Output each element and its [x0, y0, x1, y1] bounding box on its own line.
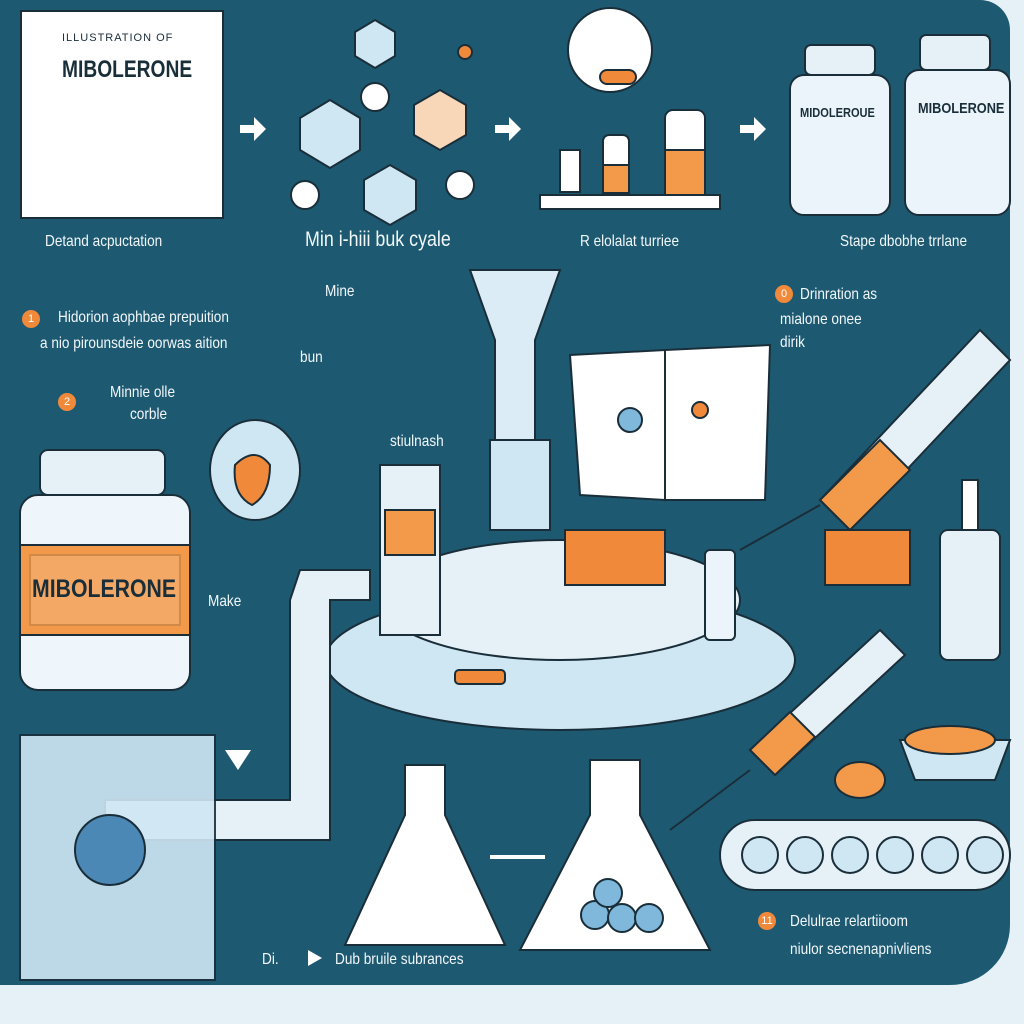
- step-number: 2: [58, 393, 76, 411]
- flasks-top: [539, 7, 721, 210]
- bottles-top: [789, 34, 1011, 216]
- label-make: Make: [208, 593, 242, 610]
- step-text: mialone onee: [780, 311, 862, 328]
- jar-label: MIBOLERONE: [32, 575, 177, 603]
- arrow-icon: [495, 117, 521, 141]
- bottom-caption: Dub bruile subrances: [335, 951, 464, 968]
- syringes: [669, 328, 1012, 831]
- step-number: 0: [775, 285, 793, 303]
- arrow-icon: [240, 117, 266, 141]
- molecule-diagram: [290, 18, 475, 227]
- step-text: Drinration as: [800, 286, 878, 303]
- label-bun: bun: [300, 349, 323, 366]
- step-text: Delulrae relartiioom: [790, 913, 908, 930]
- step-number: 1: [22, 310, 40, 328]
- book-title: MIBOLERONE: [62, 56, 193, 83]
- step-number: 11: [758, 912, 776, 930]
- caption: Stape dbobhe trrlane: [840, 233, 968, 250]
- step-text: Minnie olle: [110, 384, 176, 401]
- step-text: a nio pirounsdeie oorwas aition: [40, 335, 228, 352]
- step-text: niulor secnenapnivliens: [790, 941, 932, 958]
- jar-main: [19, 449, 191, 691]
- step-text: corble: [130, 406, 168, 423]
- step-text: dirik: [780, 334, 805, 351]
- pills: [719, 529, 1012, 891]
- caption: Min i-hiii buk cyale: [305, 228, 451, 251]
- label-mine: Mine: [325, 283, 355, 300]
- step-text: Hidorion aophbae prepuition: [58, 309, 229, 326]
- book-subtitle: ILLUSTRATION OF: [62, 32, 174, 44]
- caption: Detand acpuctation: [45, 233, 163, 250]
- book-cover: ILLUSTRATION OF MIBOLERONE: [20, 10, 224, 219]
- flow-arrows: [240, 117, 766, 141]
- open-book: [568, 343, 772, 502]
- label-di: Di.: [262, 951, 279, 968]
- bottle-label: MIDOLEROUE: [800, 105, 875, 120]
- caption: R elolalat turriee: [580, 233, 680, 250]
- lab-apparatus: [104, 269, 796, 841]
- label-stiulnash: stiulnash: [390, 433, 444, 450]
- arrow-icon: [740, 117, 766, 141]
- bottle-label: MIBOLERONE: [918, 100, 1005, 117]
- bottom-items: [19, 419, 712, 981]
